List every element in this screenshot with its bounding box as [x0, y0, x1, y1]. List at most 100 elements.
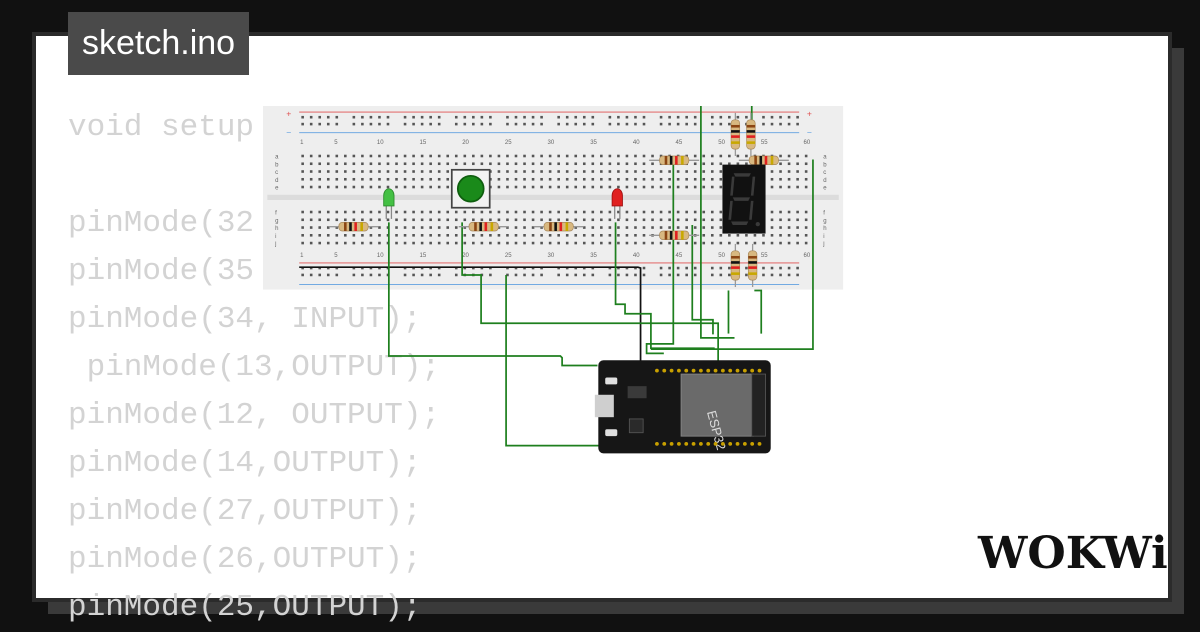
rail-hole — [685, 273, 688, 277]
breadboard-hole — [540, 234, 543, 237]
breadboard-hole — [779, 226, 782, 229]
rail-hole — [309, 115, 313, 119]
breadboard-hole — [634, 185, 637, 189]
breadboard-hole — [804, 154, 808, 158]
breadboard-hole — [600, 185, 603, 189]
breadboard-hole — [693, 241, 697, 245]
esp32-pin — [706, 442, 711, 446]
rail-hole — [335, 115, 339, 119]
breadboard-hole — [454, 154, 458, 158]
breadboard-hole — [352, 210, 356, 214]
row-letter: f — [275, 211, 277, 217]
breadboard-hole — [378, 185, 381, 189]
breadboard-hole — [463, 210, 467, 214]
breadboard-hole — [403, 241, 407, 245]
rail-hole — [574, 115, 578, 119]
breadboard-hole — [446, 170, 450, 173]
breadboard-hole — [497, 218, 501, 222]
breadboard-hole — [403, 177, 407, 181]
breadboard-hole — [659, 185, 663, 189]
rail-hole — [710, 115, 714, 119]
rail-hole — [506, 122, 509, 126]
breadboard-hole — [472, 154, 475, 158]
breadboard-hole — [574, 170, 578, 173]
breadboard-hole — [446, 241, 450, 245]
breadboard-hole — [361, 185, 364, 189]
breadboard-hole — [318, 177, 322, 181]
rail-hole — [719, 273, 723, 277]
breadboard-hole — [301, 154, 304, 158]
breadboard-hole — [565, 154, 569, 158]
rail-hole — [369, 122, 373, 126]
rail-hole — [386, 122, 390, 126]
column-number: 15 — [420, 253, 427, 259]
breadboard-hole — [651, 154, 654, 158]
rail-plus-label: + — [807, 108, 812, 118]
breadboard-hole — [309, 210, 313, 214]
breadboard-hole — [770, 218, 774, 222]
rail-hole — [352, 273, 356, 277]
breadboard-hole — [352, 234, 356, 237]
resistor — [328, 222, 379, 232]
rail-hole — [386, 273, 390, 277]
breadboard-hole — [548, 177, 552, 181]
rail-hole — [608, 273, 612, 277]
breadboard-hole — [753, 234, 757, 237]
led-red[interactable] — [611, 188, 623, 219]
led-green[interactable] — [383, 188, 395, 219]
breadboard-hole — [634, 234, 637, 237]
breadboard-hole — [489, 241, 492, 245]
breadboard-hole — [378, 210, 381, 214]
breadboard-hole — [608, 234, 612, 237]
breadboard-hole — [651, 218, 654, 222]
wire-display-e — [650, 159, 814, 350]
breadboard-hole — [309, 177, 313, 181]
breadboard-hole — [506, 162, 509, 166]
breadboard-hole — [301, 226, 304, 229]
breadboard-hole — [386, 170, 390, 173]
breadboard-hole — [369, 210, 373, 214]
rail-hole — [403, 273, 407, 277]
breadboard-hole — [548, 210, 552, 214]
column-number: 50 — [718, 140, 725, 146]
breadboard-hole — [531, 226, 535, 229]
breadboard-hole — [378, 154, 381, 158]
code-line: pinMode(14,OUTPUT); — [68, 446, 422, 481]
row-letter: a — [275, 155, 279, 161]
breadboard-hole — [651, 241, 654, 245]
column-number: 60 — [804, 140, 811, 146]
breadboard-hole — [361, 218, 364, 222]
breadboard-hole — [454, 218, 458, 222]
row-letter: h — [823, 226, 826, 232]
breadboard-hole — [540, 241, 543, 245]
push-button[interactable] — [450, 168, 491, 209]
row-letter: f — [823, 211, 825, 217]
rail-hole — [676, 122, 680, 126]
row-letter: d — [823, 178, 826, 184]
breadboard-hole — [710, 177, 714, 181]
breadboard-hole — [736, 234, 740, 237]
rail-hole — [582, 122, 586, 126]
breadboard-hole — [574, 218, 578, 222]
breadboard-hole — [608, 226, 612, 229]
breadboard-hole — [557, 177, 560, 181]
breadboard-hole — [574, 185, 578, 189]
column-number: 60 — [804, 253, 811, 259]
rail-hole — [565, 115, 569, 119]
breadboard-hole — [361, 177, 364, 181]
rail-hole — [557, 122, 560, 126]
breadboard-hole — [523, 218, 526, 222]
breadboard-hole — [728, 162, 731, 166]
breadboard-hole — [625, 154, 629, 158]
breadboard-hole — [420, 177, 424, 181]
rail-hole — [676, 273, 680, 277]
esp32-pin — [742, 368, 747, 373]
breadboard-hole — [693, 177, 697, 181]
breadboard-hole — [540, 162, 543, 166]
resistor — [730, 243, 741, 288]
breadboard-hole — [582, 185, 586, 189]
breadboard-hole — [634, 218, 637, 222]
breadboard-hole — [728, 154, 731, 158]
breadboard-hole — [676, 226, 680, 229]
rail-hole — [591, 115, 595, 119]
